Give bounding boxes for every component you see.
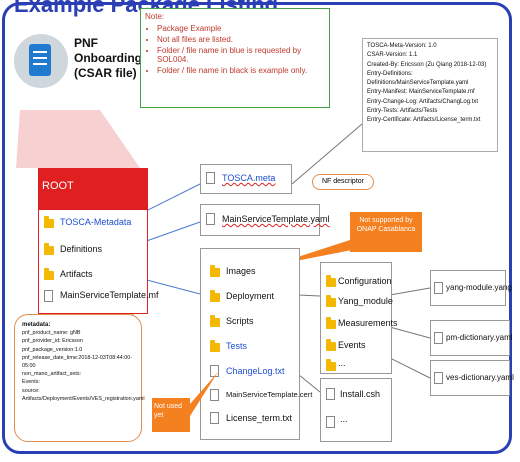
folder-icon: [326, 359, 336, 371]
metadata-line: pnf_provider_id: Ericsson: [22, 338, 83, 345]
pm-dictionary-file: pm-dictionary.yaml: [446, 333, 513, 342]
file-icon: [210, 389, 219, 401]
main-service-template-yaml: MainServiceTemplate.yaml: [222, 214, 330, 224]
folder-icon: [210, 315, 220, 327]
metadata-box: metadata: pnf_product_name: gNB pnf_prov…: [14, 314, 145, 442]
metadata-line: pnf_product_name: gNB: [22, 330, 81, 337]
metadata-line: non_mano_artifact_sets:: [22, 371, 82, 378]
metadata-line: Artifacts/Deployment/Events/VES_registra…: [22, 395, 145, 402]
root-item-artifacts: Artifacts: [60, 269, 93, 279]
artifacts-item-tests: Tests: [226, 341, 248, 351]
note-box: Note: Package Example Not all files are …: [140, 8, 330, 108]
metadata-line: pnf_release_date_time:2018-12-03T08:44:0…: [22, 354, 132, 370]
nf-descriptor-label: NF descriptor: [312, 174, 374, 190]
metadata-line: Events:: [22, 379, 40, 386]
ves-file-box: [430, 360, 510, 396]
scripts-item-install: Install.csh: [340, 389, 381, 399]
tosca-meta-box: [200, 164, 292, 194]
not-used-callout: Not used yet: [152, 398, 190, 432]
root-item-tosca-metadata: TOSCA-Metadata: [60, 217, 132, 227]
folder-icon: [326, 317, 336, 329]
deployment-item-yang-module: Yang_module: [338, 296, 393, 306]
note-heading: Note:: [145, 12, 165, 21]
artifacts-item-license: License_term.txt: [226, 413, 293, 423]
folder-icon: [326, 275, 336, 287]
file-icon: [206, 172, 215, 184]
folder-icon: [44, 216, 54, 228]
metadata-line: pnf_package_version:1.0: [22, 346, 83, 353]
file-icon: [326, 388, 335, 400]
folder-icon: [210, 265, 220, 277]
deployment-item-measurements: Measurements: [338, 318, 398, 328]
tosca-meta-file: TOSCA.meta: [222, 173, 276, 183]
note-item: Package Example: [157, 24, 329, 33]
artifacts-item-images: Images: [226, 266, 256, 276]
ves-dictionary-file: ves-dictionary.yaml: [446, 373, 514, 382]
file-icon: [434, 282, 443, 294]
folder-icon: [326, 339, 336, 351]
file-icon: [210, 412, 219, 424]
folder-icon: [210, 340, 220, 352]
folder-icon: [210, 290, 220, 302]
pnf-onboarding-label: PNF Onboarding (CSAR file): [74, 36, 142, 80]
artifacts-item-scripts: Scripts: [226, 316, 254, 326]
artifacts-item-changelog: ChangeLog.txt: [226, 366, 285, 376]
root-item-main-service-template-mf: MainServiceTemplate.mf: [60, 290, 159, 300]
yang-file-box: [430, 270, 506, 306]
deployment-item-events: Events: [338, 340, 366, 350]
scripts-item-more: ...: [340, 414, 348, 424]
deployment-item-more: ...: [338, 358, 346, 368]
deployment-item-configuration: Configuration: [338, 276, 392, 286]
root-header: ROOT: [38, 168, 148, 210]
document-icon: [29, 44, 51, 76]
note-item: Folder / file name in blue is requested …: [157, 46, 329, 64]
note-item: Not all files are listed.: [157, 35, 329, 44]
artifacts-item-deployment: Deployment: [226, 291, 275, 301]
root-item-definitions: Definitions: [60, 244, 103, 254]
artifacts-item-cert: MainServiceTemplate.cert: [226, 390, 313, 399]
tosca-meta-content: TOSCA-Meta-Version: 1.0 CSAR-Version: 1.…: [362, 38, 498, 152]
metadata-heading: metadata:: [22, 322, 51, 328]
file-icon: [434, 332, 443, 344]
metadata-line: source:: [22, 387, 40, 394]
not-supported-callout: Not supported by ONAP Casablanca: [350, 212, 422, 252]
pm-file-box: [430, 320, 510, 356]
file-icon: [206, 213, 215, 225]
folder-icon: [44, 243, 54, 255]
folder-icon: [44, 268, 54, 280]
file-icon: [434, 372, 443, 384]
folder-icon: [326, 295, 336, 307]
note-item: Folder / file name in black is example o…: [157, 66, 329, 75]
yang-module-file: yang-module.yang: [446, 283, 512, 292]
file-icon: [326, 416, 335, 428]
file-icon: [44, 290, 53, 302]
main-service-template-yaml-box: [200, 204, 320, 236]
page-frame: [2, 2, 512, 454]
